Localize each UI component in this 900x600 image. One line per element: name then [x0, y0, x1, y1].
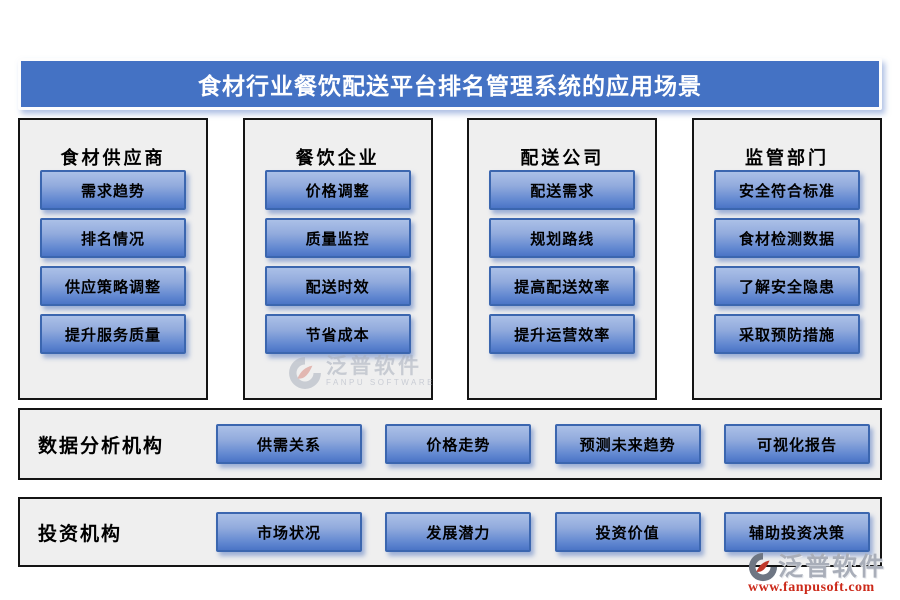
column-header: 食材供应商 [60, 148, 166, 168]
action-button-supply-strategy[interactable]: 供应策略调整 [40, 266, 186, 306]
stakeholder-columns: 食材供应商 需求趋势 排名情况 供应策略调整 提升服务质量 餐饮企业 价格调整 … [18, 118, 882, 400]
title-banner: 食材行业餐饮配送平台排名管理系统的应用场景 [18, 58, 882, 110]
action-button-forecast-trend[interactable]: 预测未来趋势 [554, 424, 701, 464]
row-label: 投资机构 [38, 523, 123, 545]
action-button-service-quality[interactable]: 提升服务质量 [40, 314, 186, 354]
row-data-analysis-agency: 数据分析机构 供需关系 价格走势 预测未来趋势 可视化报告 [18, 408, 882, 480]
action-button-quality-monitor[interactable]: 质量监控 [264, 218, 411, 258]
row-buttons: 市场状况 发展潜力 投资价值 辅助投资决策 [216, 512, 880, 552]
action-button-market-status[interactable]: 市场状况 [216, 512, 362, 552]
action-button-route-planning[interactable]: 规划路线 [489, 218, 636, 258]
action-button-operation-efficiency[interactable]: 提升运营效率 [489, 314, 636, 354]
action-button-demand-trend[interactable]: 需求趋势 [40, 170, 186, 210]
action-button-supply-demand[interactable]: 供需关系 [216, 424, 362, 464]
action-button-safety-hazard[interactable]: 了解安全隐患 [713, 266, 860, 306]
column-header: 配送公司 [520, 148, 605, 168]
action-button-growth-potential[interactable]: 发展潜力 [385, 512, 532, 552]
column-catering-enterprise: 餐饮企业 价格调整 质量监控 配送时效 节省成本 [242, 118, 433, 400]
action-button-investment-value[interactable]: 投资价值 [554, 512, 701, 552]
column-food-supplier: 食材供应商 需求趋势 排名情况 供应策略调整 提升服务质量 [18, 118, 208, 400]
action-button-ranking-status[interactable]: 排名情况 [40, 218, 186, 258]
row-buttons: 供需关系 价格走势 预测未来趋势 可视化报告 [216, 424, 880, 464]
column-header: 监管部门 [744, 148, 829, 168]
action-button-delivery-demand[interactable]: 配送需求 [489, 170, 636, 210]
action-button-price-adjust[interactable]: 价格调整 [264, 170, 411, 210]
column-delivery-company: 配送公司 配送需求 规划路线 提高配送效率 提升运营效率 [467, 118, 658, 400]
column-regulator: 监管部门 安全符合标准 食材检测数据 了解安全隐患 采取预防措施 [691, 118, 882, 400]
action-button-delivery-timeliness[interactable]: 配送时效 [264, 266, 411, 306]
action-button-preventive-measures[interactable]: 采取预防措施 [713, 314, 860, 354]
action-button-save-cost[interactable]: 节省成本 [264, 314, 411, 354]
action-button-price-trend[interactable]: 价格走势 [385, 424, 532, 464]
action-button-visual-report[interactable]: 可视化报告 [723, 424, 870, 464]
action-button-delivery-efficiency[interactable]: 提高配送效率 [489, 266, 636, 306]
row-label: 数据分析机构 [38, 435, 165, 457]
page-title: 食材行业餐饮配送平台排名管理系统的应用场景 [198, 73, 702, 99]
row-investment-agency: 投资机构 市场状况 发展潜力 投资价值 辅助投资决策 [18, 497, 882, 567]
watermark-url-text: www.fanpusoft.com [747, 580, 875, 595]
action-button-safety-standard[interactable]: 安全符合标准 [713, 170, 860, 210]
action-button-investment-decision[interactable]: 辅助投资决策 [723, 512, 870, 552]
action-button-inspection-data[interactable]: 食材检测数据 [713, 218, 860, 258]
column-header: 餐饮企业 [295, 148, 380, 168]
